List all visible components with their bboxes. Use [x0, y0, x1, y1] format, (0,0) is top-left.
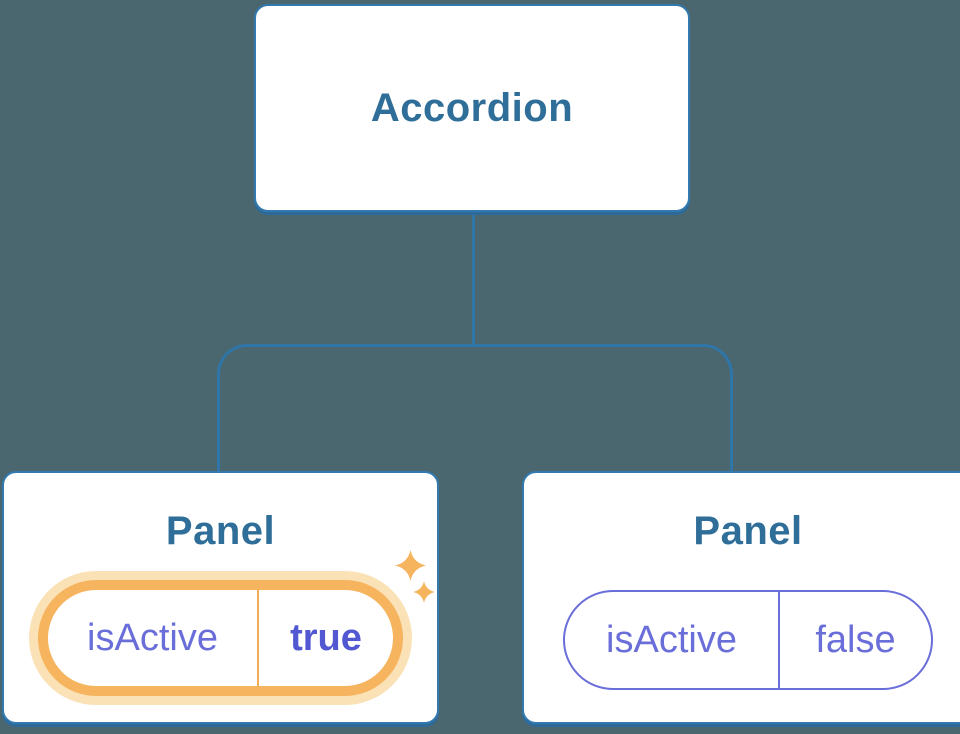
- panel-title: Panel: [693, 509, 803, 553]
- state-value: false: [815, 618, 896, 661]
- state-pill-inactive: isActive false: [563, 590, 933, 690]
- accordion-label: Accordion: [370, 85, 574, 130]
- state-pill-active: isActive true: [38, 580, 403, 696]
- panel-node-inactive: Panel isActive false: [522, 471, 960, 724]
- panel-title: Panel: [165, 509, 276, 553]
- sparkles-icon: [395, 550, 426, 581]
- connector-stem: [472, 211, 475, 347]
- state-key: isActive: [565, 592, 780, 688]
- accordion-node: Accordion: [254, 4, 690, 212]
- sparkles-icon: [413, 581, 435, 603]
- panel-node-active: Panel isActive true: [2, 471, 439, 724]
- state-key: isActive: [48, 590, 259, 686]
- connector-branches: [217, 344, 733, 472]
- state-value: true: [290, 616, 362, 659]
